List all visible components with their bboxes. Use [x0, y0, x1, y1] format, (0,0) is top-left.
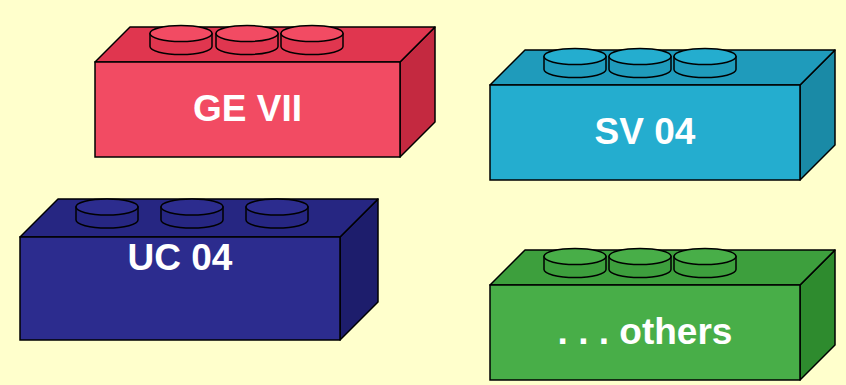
- brick-shape: [490, 218, 837, 382]
- brick-label: SV 04: [490, 85, 800, 180]
- brick-stud: [609, 249, 671, 278]
- stud-top: [609, 249, 671, 265]
- brick-stud: [150, 26, 212, 55]
- stud-top: [150, 26, 212, 42]
- brick-stud: [674, 49, 736, 78]
- brick-stud: [246, 199, 308, 228]
- brick-stud: [609, 49, 671, 78]
- stud-top: [246, 199, 308, 215]
- lego-brick: . . . others: [490, 218, 837, 382]
- stud-top: [281, 26, 343, 42]
- stud-top: [544, 249, 606, 265]
- stud-top: [674, 249, 736, 265]
- stud-top: [609, 49, 671, 65]
- brick-front: [490, 285, 800, 380]
- brick-label: UC 04: [20, 237, 340, 340]
- lego-brick: GE VII: [95, 0, 437, 159]
- stud-top: [674, 49, 736, 65]
- brick-top: [20, 199, 378, 237]
- stud-top: [216, 26, 278, 42]
- lego-brick: SV 04: [490, 18, 837, 182]
- brick-stud: [544, 49, 606, 78]
- brick-label: GE VII: [95, 62, 400, 157]
- stud-top: [161, 199, 223, 215]
- brick-stud: [76, 199, 138, 228]
- brick-front: [95, 62, 400, 157]
- brick-stud: [544, 249, 606, 278]
- brick-stud: [161, 199, 223, 228]
- brick-stud: [281, 26, 343, 55]
- brick-shape: [490, 18, 837, 182]
- stud-top: [76, 199, 138, 215]
- brick-shape: [95, 0, 437, 159]
- lego-brick: UC 04: [20, 167, 380, 342]
- stud-top: [544, 49, 606, 65]
- brick-label: . . . others: [490, 285, 800, 380]
- brick-stud: [674, 249, 736, 278]
- brick-front: [490, 85, 800, 180]
- brick-stud: [216, 26, 278, 55]
- brick-front: [20, 237, 340, 340]
